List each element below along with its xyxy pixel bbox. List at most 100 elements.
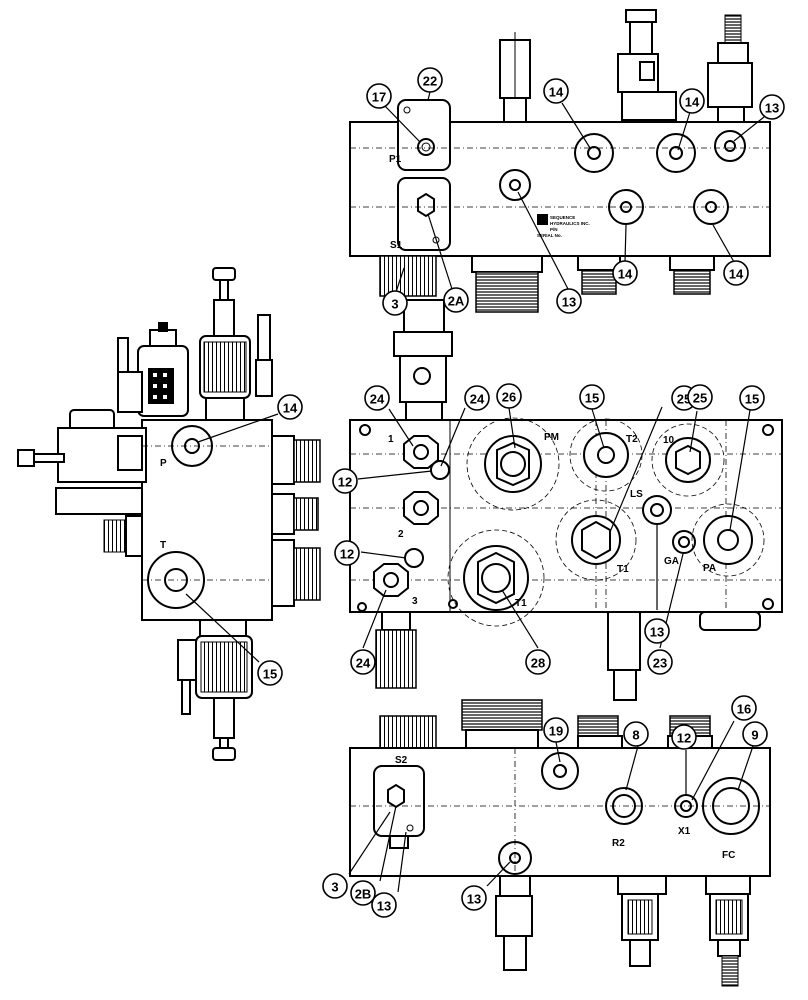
- port-label-1: 1: [388, 434, 394, 445]
- callout-circle: [334, 540, 360, 566]
- callout-c13d: 13: [371, 892, 397, 918]
- callout-label: 15: [585, 391, 599, 406]
- callout-circle: [612, 260, 638, 286]
- callout-label: 13: [650, 625, 664, 640]
- callout-c24b: 24: [464, 385, 490, 411]
- nameplate-line1: SEQUENCE: [550, 215, 575, 220]
- callout-label: 13: [562, 295, 576, 310]
- callout-label: 23: [653, 656, 667, 671]
- port-label-t2: T2: [626, 434, 638, 445]
- callout-c9: 9: [742, 721, 768, 747]
- callout-label: 19: [549, 724, 563, 739]
- bottom-manifold-view: S2 R2 X1 FC: [349, 699, 771, 987]
- callout-label: 8: [632, 728, 639, 743]
- callout-label: 2B: [355, 887, 372, 902]
- callout-c2A: 2A: [443, 287, 469, 313]
- port-label-p: P: [160, 458, 167, 469]
- callout-circle: [464, 385, 490, 411]
- callout-c28: 28: [525, 649, 551, 675]
- callout-c3b: 3: [322, 873, 348, 899]
- port-label-p1: P1: [389, 154, 402, 165]
- callout-c3a: 3: [382, 290, 408, 316]
- leader-lines: [185, 91, 765, 893]
- callout-circle: [364, 385, 390, 411]
- nameplate-line3: P/N: [550, 227, 558, 232]
- callout-label: 12: [338, 475, 352, 490]
- callout-circle: [731, 695, 757, 721]
- callout-c13e: 13: [461, 885, 487, 911]
- callout-circle: [623, 721, 649, 747]
- callout-c14b: 14: [679, 88, 705, 114]
- callout-circle: [350, 649, 376, 675]
- callout-label: 12: [340, 547, 354, 562]
- callout-c13a: 13: [759, 94, 785, 120]
- callout-circle: [461, 885, 487, 911]
- callout-label: 28: [531, 656, 545, 671]
- callout-circle: [332, 468, 358, 494]
- callout-label: 22: [423, 74, 437, 89]
- callout-circle: [687, 384, 713, 410]
- callout-label: 14: [283, 401, 298, 416]
- callout-label: 3: [391, 297, 398, 312]
- nameplate-line2: HYDRAULICS INC.: [550, 221, 590, 226]
- port-label-r2: R2: [612, 838, 625, 849]
- callout-c8: 8: [623, 721, 649, 747]
- callout-label: 14: [729, 267, 744, 282]
- callout-circle: [543, 78, 569, 104]
- callout-c17: 17: [366, 83, 392, 109]
- callout-circle: [443, 287, 469, 313]
- callout-c13b: 13: [556, 288, 582, 314]
- callout-label: 2A: [448, 294, 465, 309]
- port-label-t: T: [160, 540, 166, 551]
- callout-label: 13: [467, 892, 481, 907]
- callout-circle: [366, 83, 392, 109]
- callout-circle: [543, 717, 569, 743]
- callout-circle: [371, 892, 397, 918]
- callout-c26: 26: [496, 383, 522, 409]
- callout-c14c: 14: [612, 260, 638, 286]
- port-label-fc: FC: [722, 850, 735, 861]
- callout-label: 24: [356, 656, 371, 671]
- callout-c14d: 14: [723, 260, 749, 286]
- callout-c19: 19: [543, 717, 569, 743]
- callout-c2B: 2B: [350, 880, 376, 906]
- callout-circle: [679, 88, 705, 114]
- callout-c15b: 15: [579, 384, 605, 410]
- port-label-10: 10: [663, 435, 675, 446]
- callout-c24a: 24: [364, 385, 390, 411]
- callout-circle: [579, 384, 605, 410]
- callout-c14e: 14: [277, 394, 303, 420]
- callout-circle: [742, 721, 768, 747]
- callout-c22: 22: [417, 67, 443, 93]
- callout-circle: [322, 873, 348, 899]
- callout-circle: [417, 67, 443, 93]
- left-manifold-view: P T: [17, 267, 321, 761]
- port-label-t1: T1: [515, 598, 527, 609]
- callout-label: 16: [737, 702, 751, 717]
- callout-label: 14: [618, 267, 633, 282]
- callout-circle: [257, 660, 283, 686]
- callout-c15c: 15: [739, 385, 765, 411]
- callout-circle: [496, 383, 522, 409]
- callout-circle: [350, 880, 376, 906]
- callout-circle: [277, 394, 303, 420]
- port-label-pm: PM: [544, 432, 559, 443]
- callout-label: 24: [470, 392, 485, 407]
- center-manifold-view: 1 2 3 PM T2 10 LS T1 GA PA T1: [349, 299, 783, 701]
- port-label-s1: S1: [390, 240, 403, 251]
- callout-circle: [556, 288, 582, 314]
- callout-label: 13: [377, 899, 391, 914]
- callout-circle: [739, 385, 765, 411]
- port-label-x1: X1: [678, 826, 691, 837]
- callout-c16: 16: [731, 695, 757, 721]
- nameplate-line4: SERIAL No.: [537, 233, 562, 238]
- callout-circle: [644, 618, 670, 644]
- callout-label: 26: [502, 390, 516, 405]
- callout-circle: [647, 649, 673, 675]
- port-label-pa: PA: [703, 563, 716, 574]
- callout-label: 15: [263, 667, 277, 682]
- callout-c23: 23: [647, 649, 673, 675]
- port-label-ls: LS: [630, 489, 643, 500]
